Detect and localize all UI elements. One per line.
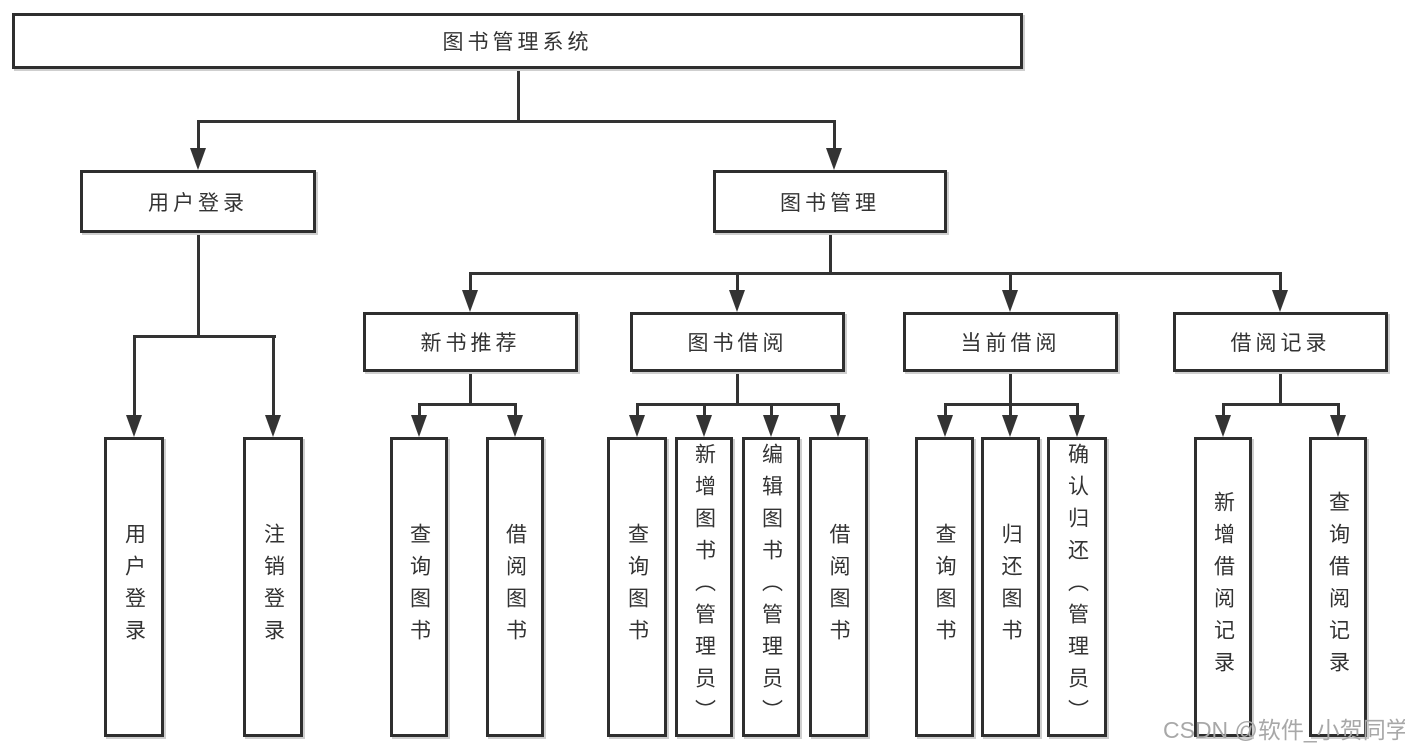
connector-line <box>833 120 836 150</box>
arrow-down-icon <box>729 290 745 312</box>
arrow-down-icon <box>826 148 842 170</box>
arrow-down-icon <box>1069 415 1085 437</box>
connector-line <box>944 403 947 415</box>
connector-line <box>418 403 517 406</box>
leaf-label: 查询借阅记录 <box>1326 491 1350 683</box>
connector-line <box>636 403 639 415</box>
node-book-management-system: 图书管理系统 <box>12 13 1023 69</box>
connector-line <box>197 120 836 123</box>
arrow-down-icon <box>462 290 478 312</box>
connector-line <box>1222 403 1340 406</box>
arrow-down-icon <box>1002 415 1018 437</box>
leaf-search-books: 查询图书 <box>390 437 448 737</box>
node-current-borrowing: 当前借阅 <box>903 312 1118 372</box>
connector-line <box>469 372 472 403</box>
node-label: 当前借阅 <box>960 332 1061 355</box>
node-label: 图书借阅 <box>687 332 788 355</box>
leaf-borrow-books: 借阅图书 <box>486 437 544 737</box>
arrow-down-icon <box>1002 290 1018 312</box>
arrow-down-icon <box>126 415 142 437</box>
connector-line <box>517 68 520 121</box>
connector-line <box>770 403 773 415</box>
arrow-down-icon <box>265 415 281 437</box>
connector-line <box>1279 272 1282 290</box>
connector-line <box>469 272 1282 275</box>
connector-line <box>272 335 275 415</box>
leaf-search-borrow-record: 查询借阅记录 <box>1309 437 1367 737</box>
node-label: 用户登录 <box>148 191 248 215</box>
arrow-down-icon <box>1272 290 1288 312</box>
arrow-down-icon <box>507 415 523 437</box>
leaf-borrow-books: 借阅图书 <box>809 437 868 737</box>
leaf-label: 用户登录 <box>122 523 146 651</box>
leaf-label: 查询图书 <box>933 523 956 651</box>
arrow-down-icon <box>1330 415 1346 437</box>
node-new-book-recommendation: 新书推荐 <box>363 312 578 372</box>
connector-line <box>197 233 200 335</box>
node-book-borrowing: 图书借阅 <box>630 312 845 372</box>
leaf-add-borrow-record: 新增借阅记录 <box>1194 437 1252 737</box>
leaf-add-book-admin: 新增图书（管理员） <box>675 437 733 737</box>
leaf-label: 新增借阅记录 <box>1211 491 1235 683</box>
leaf-label: 确认归还（管理员） <box>1065 443 1089 731</box>
connector-line <box>1076 403 1079 415</box>
connector-line <box>837 403 840 415</box>
arrow-down-icon <box>696 415 712 437</box>
connector-line <box>1337 403 1340 415</box>
connector-line <box>133 335 276 338</box>
leaf-label: 注销登录 <box>261 523 285 651</box>
connector-line <box>829 233 832 272</box>
leaf-label: 查询图书 <box>407 523 431 651</box>
connector-line <box>197 120 200 150</box>
connector-line <box>1009 403 1012 415</box>
leaf-search-books: 查询图书 <box>915 437 974 737</box>
leaf-confirm-return-admin: 确认归还（管理员） <box>1047 437 1107 737</box>
node-user-login: 用户登录 <box>80 170 316 233</box>
leaf-logout: 注销登录 <box>243 437 303 737</box>
connector-line <box>133 335 136 415</box>
arrow-down-icon <box>830 415 846 437</box>
leaf-label: 归还图书 <box>999 523 1022 651</box>
connector-line <box>1279 372 1282 403</box>
node-label: 图书管理 <box>780 191 880 215</box>
arrow-down-icon <box>937 415 953 437</box>
leaf-edit-book-admin: 编辑图书（管理员） <box>742 437 800 737</box>
leaf-label: 借阅图书 <box>827 523 850 651</box>
connector-line <box>1009 372 1012 403</box>
connector-line <box>1009 272 1012 290</box>
connector-line <box>636 403 840 406</box>
node-label: 图书管理系统 <box>442 31 593 54</box>
node-label: 新书推荐 <box>420 332 521 355</box>
leaf-search-books: 查询图书 <box>607 437 667 737</box>
node-borrowing-records: 借阅记录 <box>1173 312 1388 372</box>
node-label: 借阅记录 <box>1230 332 1331 355</box>
csdn-watermark: CSDN @软件_小贺同学 <box>1163 717 1405 743</box>
leaf-user-login: 用户登录 <box>104 437 164 737</box>
leaf-return-books: 归还图书 <box>981 437 1040 737</box>
node-book-management: 图书管理 <box>713 170 947 233</box>
connector-line <box>736 372 739 403</box>
arrow-down-icon <box>411 415 427 437</box>
arrow-down-icon <box>763 415 779 437</box>
leaf-label: 编辑图书（管理员） <box>759 443 783 731</box>
connector-line <box>1222 403 1225 415</box>
arrow-down-icon <box>629 415 645 437</box>
arrow-down-icon <box>190 148 206 170</box>
leaf-label: 新增图书（管理员） <box>692 443 716 731</box>
leaf-label: 借阅图书 <box>503 523 527 651</box>
connector-line <box>418 403 421 415</box>
connector-line <box>736 272 739 290</box>
connector-line <box>703 403 706 415</box>
leaf-label: 查询图书 <box>625 523 649 651</box>
connector-line <box>514 403 517 415</box>
connector-line <box>469 272 472 290</box>
arrow-down-icon <box>1215 415 1231 437</box>
